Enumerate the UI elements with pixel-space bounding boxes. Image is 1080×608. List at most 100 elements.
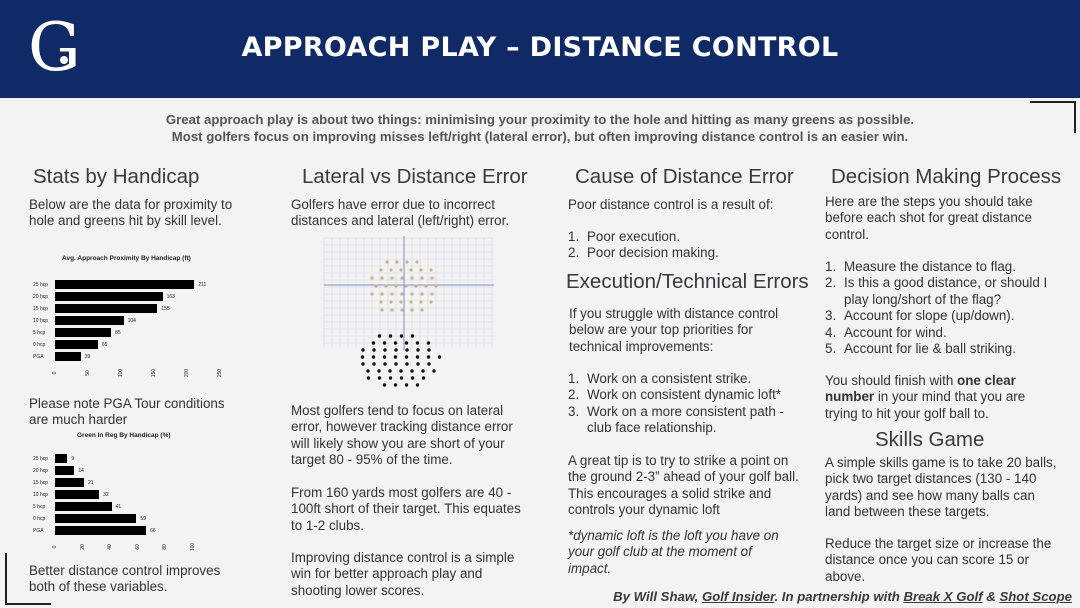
grid-lines bbox=[323, 237, 494, 348]
data-bar bbox=[55, 454, 68, 463]
x-tick-label: 0 bbox=[52, 371, 58, 375]
strike-tip: A great tip is to try to strike a point … bbox=[568, 453, 799, 518]
category-label: PGA bbox=[33, 353, 44, 360]
one-number-text: You should finish with one clear number … bbox=[825, 373, 1026, 421]
data-bar bbox=[55, 490, 100, 499]
value-label: 155 bbox=[161, 305, 170, 312]
category-label: 20 hcp bbox=[33, 467, 49, 474]
value-label: 59 bbox=[140, 515, 146, 522]
step-item: 1.Measure the distance to flag. bbox=[825, 259, 1016, 274]
value-label: 32 bbox=[103, 491, 109, 498]
x-tick-label: 100 bbox=[118, 368, 124, 378]
shot-dispersion-diagram bbox=[323, 236, 494, 387]
actual-shot-dots bbox=[360, 334, 442, 387]
decision-steps: 1.Measure the distance to flag. 2.Is thi… bbox=[825, 259, 1065, 357]
category-label: 10 hcp bbox=[33, 491, 49, 498]
category-label: 25 hcp bbox=[33, 281, 49, 288]
skills-game-text-2: Reduce the target size or increase the d… bbox=[825, 536, 1052, 584]
break-x-golf-link[interactable]: Break X Golf bbox=[903, 589, 983, 604]
stats-heading: Stats by Handicap bbox=[33, 165, 200, 188]
category-label: 25 hcp bbox=[33, 455, 49, 462]
decision-intro: Here are the steps you should take befor… bbox=[825, 194, 1033, 242]
category-label: 5 hcp bbox=[33, 503, 46, 510]
data-bar bbox=[55, 280, 195, 289]
data-bar bbox=[55, 502, 112, 511]
data-bar bbox=[55, 328, 112, 337]
x-tick-label: 200 bbox=[184, 368, 190, 378]
chart-title: Green In Reg By Handicap (%) bbox=[77, 432, 171, 439]
cause-item: 1.Poor execution. bbox=[568, 229, 681, 244]
execution-heading: Execution/Technical Errors bbox=[566, 270, 809, 293]
data-bar bbox=[55, 316, 124, 325]
cause-item: 2.Poor decision making. bbox=[568, 245, 719, 261]
value-label: 163 bbox=[166, 293, 175, 300]
value-label: 9 bbox=[71, 455, 75, 462]
skills-game-text: A simple skills game is to take 20 balls… bbox=[825, 455, 1057, 520]
dynamic-loft-footnote: *dynamic loft is the loft you have on yo… bbox=[568, 528, 779, 576]
data-bar bbox=[55, 478, 84, 487]
step-item: 4.Account for wind. bbox=[825, 324, 947, 340]
cause-heading: Cause of Distance Error bbox=[575, 165, 794, 188]
category-label: 15 hcp bbox=[33, 479, 49, 486]
category-label: PGA bbox=[33, 527, 44, 534]
shot-scope-link[interactable]: Shot Scope bbox=[999, 589, 1072, 604]
skills-game-heading: Skills Game bbox=[875, 428, 985, 451]
chart-title: Avg. Approach Proximity By Handicap (ft) bbox=[62, 255, 191, 262]
priority-list: 1.Work on a consistent strike. 2.Work on… bbox=[568, 371, 808, 437]
execution-text: If you struggle with distance control be… bbox=[569, 306, 779, 354]
proximity-chart: Avg. Approach Proximity By Handicap (ft)… bbox=[30, 255, 223, 385]
data-bar bbox=[55, 292, 163, 301]
value-label: 66 bbox=[150, 527, 156, 534]
page-title: APPROACH PLAY – DISTANCE CONTROL bbox=[241, 32, 839, 63]
x-tick-label: 150 bbox=[151, 368, 157, 378]
corner-bracket-top-right bbox=[1030, 101, 1076, 133]
lateral-text: Golfers have error due to incorrect dist… bbox=[291, 197, 510, 229]
x-tick-label: 20 bbox=[79, 544, 86, 550]
cause-intro: Poor distance control is a result of: bbox=[568, 197, 774, 212]
pga-note: Please note PGA Tour conditions are much… bbox=[29, 396, 225, 428]
category-label: 15 hcp bbox=[33, 305, 49, 312]
category-label: 5 hcp bbox=[33, 329, 46, 336]
lateral-p2: From 160 yards most golfers are 40 - 100… bbox=[291, 485, 521, 533]
x-tick-label: 50 bbox=[85, 370, 91, 376]
value-label: 39 bbox=[84, 353, 91, 360]
priority-item: 2.Work on consistent dynamic loft* bbox=[568, 387, 782, 403]
data-bar bbox=[55, 352, 81, 361]
data-bar bbox=[55, 340, 98, 349]
golf-insider-link[interactable]: Golf Insider bbox=[701, 589, 775, 604]
lateral-p3: Improving distance control is a simple w… bbox=[291, 550, 515, 598]
category-label: 0 hcp bbox=[33, 341, 46, 348]
x-tick-label: 80 bbox=[162, 544, 169, 550]
gir-chart: Green In Reg By Handicap (%) 25 hcp 9 20 hc… bbox=[30, 432, 210, 554]
data-bar bbox=[55, 514, 137, 523]
stats-closing: Better distance control improves both of… bbox=[29, 563, 221, 595]
priority-item: 3.Work on a more consistent path - club … bbox=[568, 403, 784, 436]
x-tick-label: 250 bbox=[217, 368, 223, 378]
value-label: 65 bbox=[101, 341, 108, 348]
step-item: 3.Account for slope (up/down). bbox=[825, 308, 1015, 324]
corner-bracket-bottom-left bbox=[5, 553, 51, 605]
lateral-p1: Most golfers tend to focus on lateral er… bbox=[291, 403, 513, 468]
cause-list: 1.Poor execution. 2.Poor decision making… bbox=[568, 229, 813, 262]
credits-footer: By Will Shaw, Golf Insider. In partnersh… bbox=[613, 589, 1072, 604]
logo-dot bbox=[60, 56, 68, 64]
x-tick-label: 60 bbox=[134, 544, 141, 550]
intro-line-1: Great approach play is about two things:… bbox=[165, 112, 915, 127]
value-label: 41 bbox=[115, 503, 122, 510]
data-bar bbox=[55, 466, 75, 475]
priority-item: 1.Work on a consistent strike. bbox=[568, 371, 752, 386]
category-label: 0 hcp bbox=[33, 515, 46, 522]
step-item: 5.Account for lie & ball striking. bbox=[825, 341, 1016, 357]
intro-text: Great approach play is about two things:… bbox=[90, 111, 990, 145]
x-tick-label: 0 bbox=[52, 545, 58, 549]
intro-line-2: Most golfers focus on improving misses l… bbox=[171, 129, 909, 144]
data-bar bbox=[55, 304, 158, 313]
value-label: 211 bbox=[198, 281, 207, 288]
value-label: 21 bbox=[87, 479, 94, 486]
target-dots bbox=[370, 260, 438, 312]
x-tick-label: 40 bbox=[107, 544, 114, 550]
header-bar: G APPROACH PLAY – DISTANCE CONTROL bbox=[0, 0, 1080, 98]
category-label: 20 hcp bbox=[33, 293, 49, 300]
data-bar bbox=[55, 526, 147, 535]
value-label: 85 bbox=[115, 329, 121, 336]
